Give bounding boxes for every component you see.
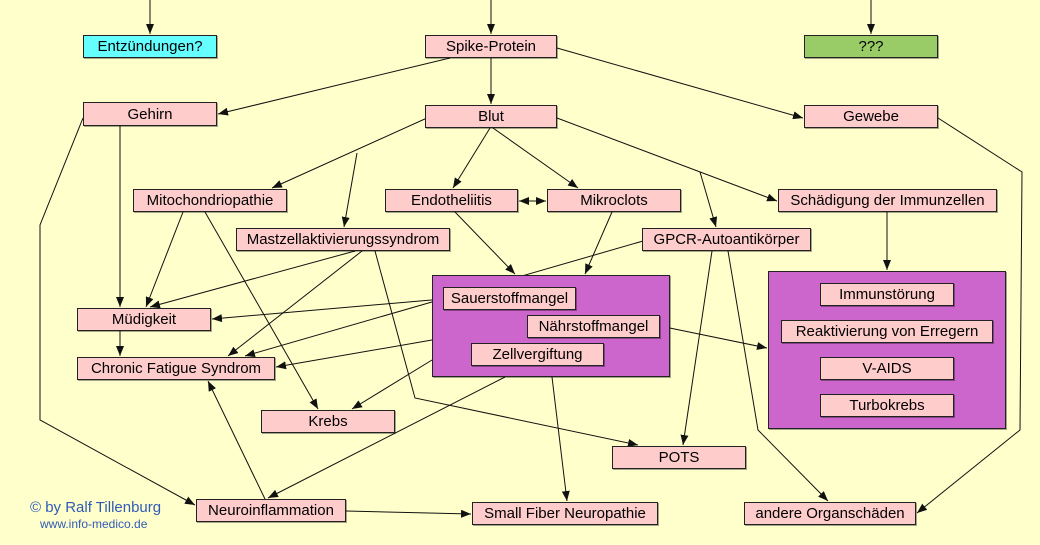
node-krebs: Krebs <box>261 410 395 433</box>
node-v-aids: V-AIDS <box>820 357 954 380</box>
node-immunstoerung: Immunstörung <box>820 283 954 306</box>
node-sauerstoffmangel: Sauerstoffmangel <box>443 287 576 310</box>
node-muedigkeit: Müdigkeit <box>77 308 211 331</box>
arrow-mitochondriopathie-to-muedigkeit <box>145 211 184 308</box>
arrow-neuroinflammation-to-small-fiber <box>345 509 472 518</box>
arrow-stress-group-to-small-fiber <box>551 376 570 502</box>
arrow-blut-to-endotheliitis <box>452 127 491 189</box>
arrow-mastzell-to-chronic-fatigue <box>227 250 363 357</box>
node-blut: Blut <box>425 105 557 128</box>
node-endotheliitis: Endotheliitis <box>385 189 518 212</box>
node-gewebe: Gewebe <box>804 105 938 128</box>
node-chronic-fatigue-syndrom: Chronic Fatigue Syndrom <box>77 357 275 380</box>
arrow-naehrstoffmangel-to-immune-group <box>659 325 768 350</box>
arrow-spike-to-gehirn <box>217 57 451 116</box>
credit-website[interactable]: www.info-medico.de <box>40 517 148 531</box>
node-turbokrebs: Turbokrebs <box>820 394 954 417</box>
node-gehirn: Gehirn <box>83 102 217 126</box>
arrow-mastzell-to-muedigkeit <box>149 250 356 309</box>
arrow-gewebe-to-organschaeden <box>916 117 1023 514</box>
node-naehrstoffmangel: Nährstoffmangel <box>527 315 660 338</box>
arrow-blut-to-mikroclots <box>492 127 579 189</box>
arrow-gpcr-to-organschaeden <box>727 250 829 502</box>
arrow-blut-to-mastzell <box>341 152 358 228</box>
arrow-neuroinflammation-to-chronic-fatigue <box>207 380 266 500</box>
node-mastzellaktivierungssyndrom: Mastzellaktivierungssyndrom <box>236 228 450 251</box>
credit-author: © by Ralf Tillenburg <box>30 499 162 516</box>
node-schaedigung-immunzellen: Schädigung der Immunzellen <box>778 189 997 212</box>
node-zellvergiftung: Zellvergiftung <box>471 343 604 366</box>
node-entzuendungen: Entzündungen? <box>83 35 217 58</box>
arrow-mitochondriopathie-to-krebs <box>204 211 319 410</box>
node-spike-protein: Spike-Protein <box>425 35 557 58</box>
arrow-mikroclots-to-stress-group <box>584 211 613 275</box>
arrow-stress-group-to-neuroinflammation <box>267 376 506 499</box>
arrow-spike-to-gewebe <box>556 47 804 120</box>
arrow-blut-to-gpcr <box>699 171 718 228</box>
arrow-endotheliitis-to-stress-group <box>454 211 516 275</box>
node-mitochondriopathie: Mitochondriopathie <box>133 189 287 212</box>
arrow-gpcr-to-pots <box>680 250 713 446</box>
node-reaktivierung-erreger: Reaktivierung von Erregern <box>781 320 993 343</box>
arrow-stress-group-to-krebs <box>351 359 433 410</box>
arrow-blut-to-schaedigung <box>556 117 778 202</box>
node-andere-organschaeden: andere Organschäden <box>744 502 916 525</box>
node-small-fiber-neuropathie: Small Fiber Neuropathie <box>472 502 658 525</box>
arrow-mastzell-to-pots <box>374 250 639 447</box>
node-mikroclots: Mikroclots <box>547 189 681 212</box>
arrow-gehirn-to-neuroinflammation <box>39 117 196 506</box>
arrow-stress-group-to-chronic-fatigue <box>275 339 433 370</box>
node-pots: POTS <box>612 446 746 469</box>
arrow-sauerstoffmangel-to-muedigkeit <box>211 298 444 323</box>
node-neuroinflammation: Neuroinflammation <box>196 499 346 522</box>
node-unknown: ??? <box>804 35 938 58</box>
node-gpcr-autoantikoerper: GPCR-Autoantikörper <box>642 228 811 251</box>
arrow-blut-to-mitochondriopathie <box>271 117 428 189</box>
